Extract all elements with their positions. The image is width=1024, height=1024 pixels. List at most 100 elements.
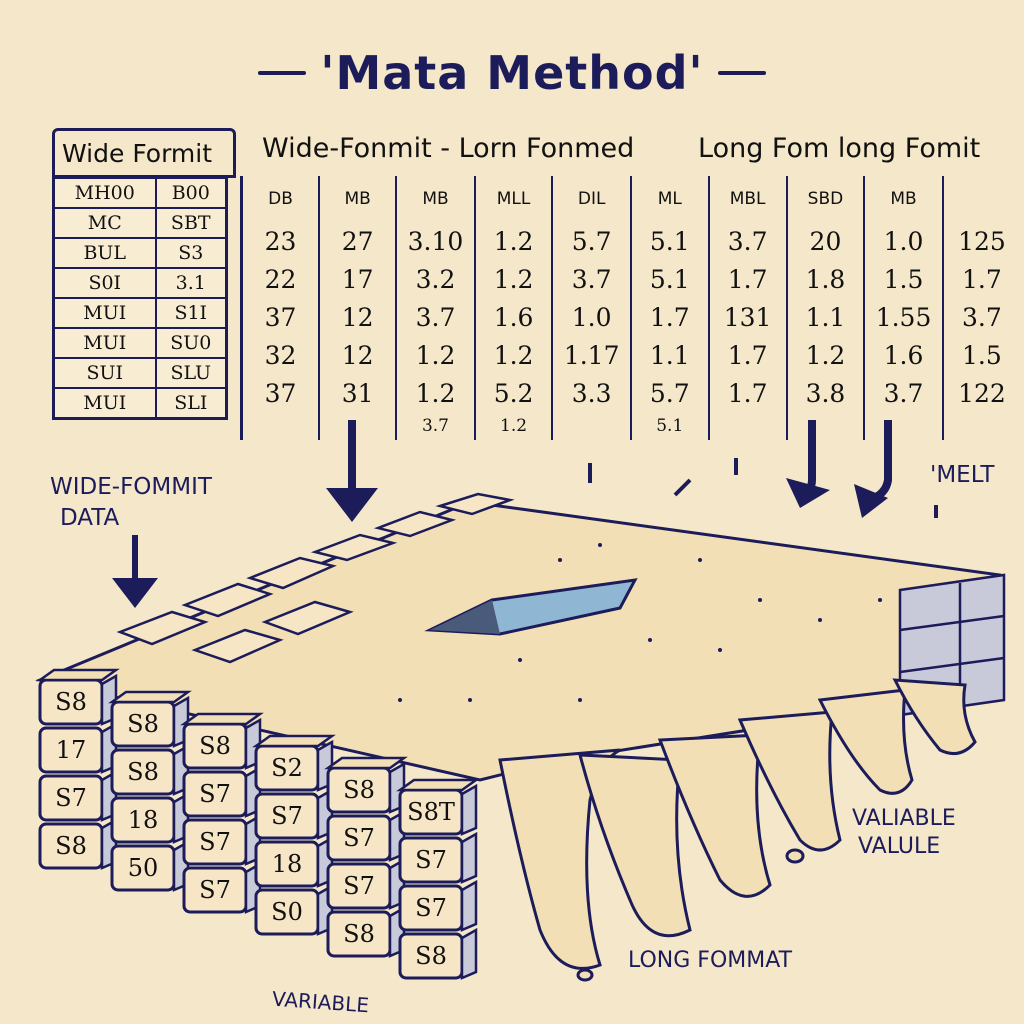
melt-label: 'MELT bbox=[930, 462, 995, 488]
cube-label: 50 bbox=[128, 854, 159, 882]
melt-tick-marks bbox=[588, 458, 938, 518]
long-table-cell: 5.1 bbox=[629, 222, 709, 260]
long-table-cell: 3.2 bbox=[395, 260, 475, 298]
long-table-cell: 3.7 bbox=[863, 374, 943, 412]
long-table-cell: 1.6 bbox=[473, 298, 553, 336]
cube-label: S8 bbox=[415, 942, 447, 970]
wide-table-cell: SLI bbox=[154, 387, 228, 420]
long-table-cell: 20 bbox=[785, 222, 865, 260]
wide-table-cell: SLU bbox=[154, 357, 228, 389]
long-table-header-cell: MLL bbox=[473, 176, 553, 222]
long-table-cell: 32 bbox=[240, 336, 320, 374]
title-dash-left bbox=[258, 71, 307, 75]
long-format-label: LONG FOMMAT bbox=[628, 948, 793, 973]
cube-label: S8 bbox=[199, 732, 231, 760]
long-table-cell: 1.5 bbox=[863, 260, 943, 298]
long-table-tail-cell bbox=[863, 412, 943, 440]
cube-label: S7 bbox=[343, 824, 375, 852]
wide-table-cell: BUL bbox=[52, 237, 157, 269]
slab-top bbox=[35, 492, 1002, 782]
long-table-header-cell: SBD bbox=[785, 176, 865, 222]
long-table-cell: 1.1 bbox=[629, 336, 709, 374]
cube-label: S8T bbox=[407, 798, 455, 826]
cube-label: S7 bbox=[343, 872, 375, 900]
wide-table-cell: 3.1 bbox=[154, 267, 228, 299]
long-table-cell: 1.7 bbox=[629, 298, 709, 336]
long-table-tail-cell: 1.2 bbox=[473, 412, 553, 440]
long-table-cell: 1.2 bbox=[395, 374, 475, 412]
long-table-cell: 1.5 bbox=[941, 336, 1020, 374]
long-table-header-cell: MB bbox=[863, 176, 943, 222]
long-table-header-cell: DIL bbox=[551, 176, 631, 222]
cube-label: S0 bbox=[271, 898, 303, 926]
long-table-cell: 1.1 bbox=[785, 298, 865, 336]
cube-layer: S817S7S8S8S81850S8S7S7S7S2S718S0S8S7S7S8… bbox=[36, 668, 480, 980]
cube-label: S8 bbox=[55, 832, 87, 860]
long-table-cell: 5.7 bbox=[629, 374, 709, 412]
long-table-cell: 37 bbox=[240, 374, 320, 412]
long-table-tail-cell: 5.1 bbox=[629, 412, 709, 440]
wide-format-header: Wide Formit bbox=[62, 139, 213, 168]
wide-table-cell: S1I bbox=[154, 297, 228, 329]
long-table-cell: 3.7 bbox=[707, 222, 787, 260]
long-table-cell: 3.8 bbox=[785, 374, 865, 412]
long-table-cell: 3.7 bbox=[941, 298, 1020, 336]
long-table-cell: 3.3 bbox=[551, 374, 631, 412]
long-table-cell: 1.55 bbox=[863, 298, 943, 336]
wide-table-cell: SBT bbox=[154, 207, 228, 239]
long-table-cell: 3.7 bbox=[395, 298, 475, 336]
cube-label: S8 bbox=[343, 776, 375, 804]
long-table-tail-cell bbox=[551, 412, 631, 440]
long-table-tail-cell bbox=[941, 412, 1020, 440]
wide-table-cell: B00 bbox=[154, 176, 228, 209]
arrow-right2-down-icon bbox=[854, 420, 892, 518]
arrow-wide-down-icon bbox=[112, 535, 158, 608]
long-table-cell: 22 bbox=[240, 260, 320, 298]
long-table-header-cell: MB bbox=[318, 176, 397, 222]
long-table-header-cell: DB bbox=[240, 176, 320, 222]
cube-side bbox=[460, 927, 478, 980]
wide-data-label-line2: DATA bbox=[60, 505, 120, 531]
long-table-cell: 12 bbox=[318, 336, 397, 374]
cube-label: 17 bbox=[56, 736, 87, 764]
long-table-cell: 1.2 bbox=[473, 260, 553, 298]
title-dash-right bbox=[717, 71, 766, 75]
long-table-cell: 1.8 bbox=[785, 260, 865, 298]
cube-label: S7 bbox=[55, 784, 87, 812]
cube-top-face bbox=[252, 734, 336, 748]
cube-label: S8 bbox=[127, 758, 159, 786]
cube-top-face bbox=[396, 778, 480, 792]
cube-label: S2 bbox=[271, 754, 303, 782]
cube-label: S7 bbox=[415, 846, 447, 874]
title-bar: 'Mata Method' bbox=[0, 38, 1024, 108]
variable-value-label-line1: VALIABLE bbox=[852, 806, 956, 831]
long-table-tail-cell bbox=[318, 412, 397, 440]
long-table-cell: 1.6 bbox=[863, 336, 943, 374]
long-table-cell: 1.7 bbox=[707, 260, 787, 298]
transition-header: Wide-Fonmit - Lorn Fonmed bbox=[262, 133, 635, 164]
long-table-cell: 3.10 bbox=[395, 222, 475, 260]
cube-label: 18 bbox=[272, 850, 303, 878]
wide-table-cell: SUI bbox=[52, 357, 157, 389]
long-table-cell: 1.7 bbox=[707, 374, 787, 412]
long-table-cell: 1.17 bbox=[551, 336, 631, 374]
cube-label: S7 bbox=[199, 876, 231, 904]
long-table-cell: 1.7 bbox=[707, 336, 787, 374]
cube-top-face bbox=[324, 756, 408, 770]
